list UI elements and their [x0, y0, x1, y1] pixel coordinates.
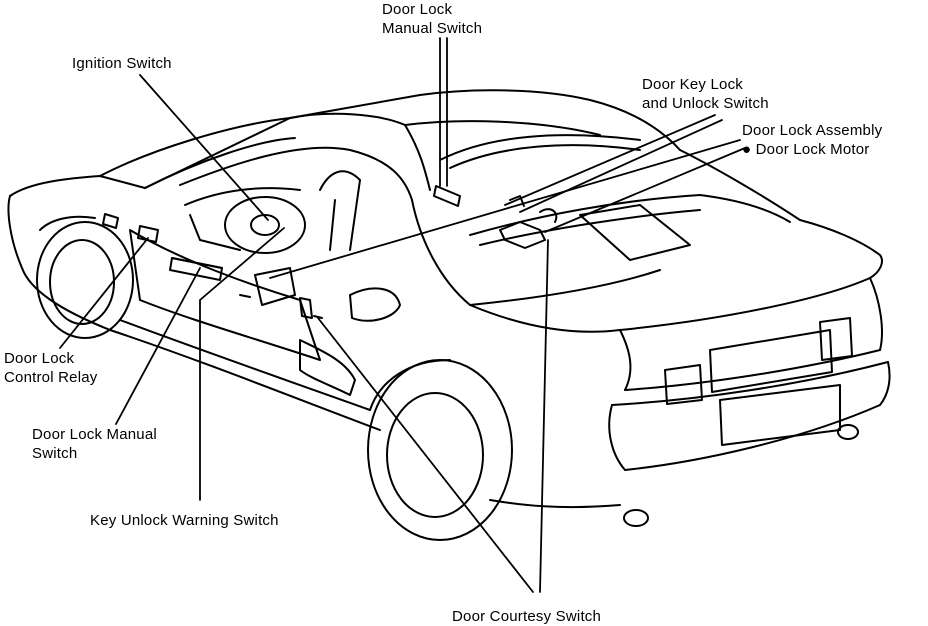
label-line: Door Lock	[4, 350, 75, 367]
label-line: Ignition Switch	[72, 55, 172, 72]
label-door-lock-assembly: Door Lock Assembly ● Door Lock Motor	[742, 121, 882, 159]
label-line: Door Lock	[382, 1, 453, 18]
interior	[171, 170, 558, 319]
label-line: Door Lock Assembly	[742, 122, 883, 139]
label-line: Manual Switch	[382, 20, 483, 37]
label-door-lock-control-relay: Door Lock Control Relay	[4, 349, 97, 387]
label-door-key-lock-unlock-switch: Door Key Lock and Unlock Switch	[642, 75, 769, 113]
rear-wheel	[367, 359, 513, 541]
leader-lines	[59, 37, 746, 593]
label-line: Door Key Lock	[642, 76, 743, 93]
label-line: and Unlock Switch	[642, 95, 769, 112]
label-door-lock-manual-switch-left: Door Lock Manual Switch	[32, 425, 157, 463]
label-line: Door Lock Manual	[32, 426, 157, 443]
label-door-lock-manual-switch-top: Door Lock Manual Switch	[382, 0, 482, 38]
car-body-outline	[7, 89, 891, 527]
label-key-unlock-warning-switch: Key Unlock Warning Switch	[90, 511, 279, 530]
label-line: Key Unlock Warning Switch	[90, 512, 279, 529]
label-ignition-switch: Ignition Switch	[72, 54, 172, 73]
label-door-courtesy-switch: Door Courtesy Switch	[452, 607, 601, 626]
label-line: ● Door Lock Motor	[742, 141, 870, 158]
label-line: Door Courtesy Switch	[452, 608, 602, 625]
label-line: Control Relay	[4, 369, 98, 386]
label-line: Switch	[32, 445, 78, 462]
front-wheel	[36, 215, 134, 339]
